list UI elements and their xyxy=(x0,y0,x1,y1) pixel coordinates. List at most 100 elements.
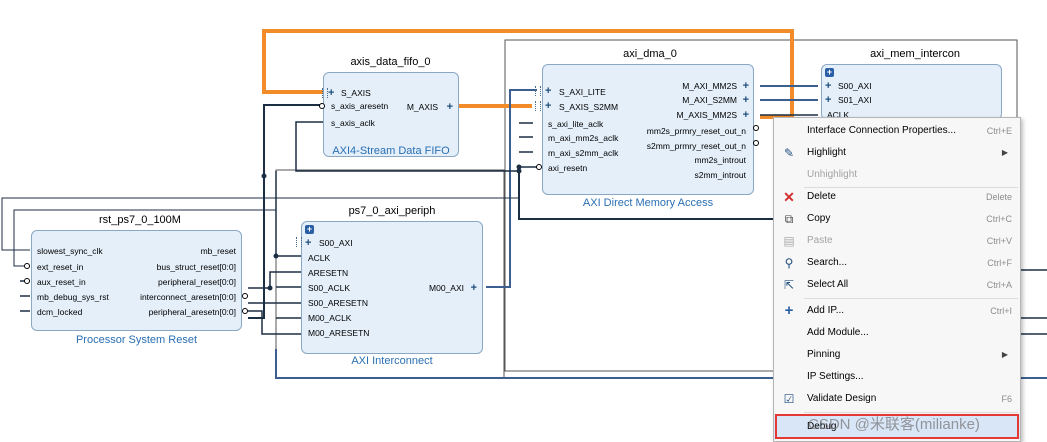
port-s-axis-aclk[interactable]: s_axis_aclk xyxy=(331,118,375,128)
expand-plus-icon[interactable]: + xyxy=(545,100,552,112)
port-s00-axi[interactable]: S00_AXI xyxy=(319,238,353,248)
port-m00-aresetn[interactable]: M00_ARESETN xyxy=(308,328,370,338)
port-mm2s-prmry-reset-out-n[interactable]: mm2s_prmry_reset_out_n xyxy=(646,126,746,136)
port-peripheral-aresetn[interactable]: peripheral_aresetn[0:0] xyxy=(148,307,236,317)
port-s00-axi[interactable]: S00_AXI xyxy=(838,81,872,91)
select-all-icon: ⇱ xyxy=(783,278,795,292)
menu-item-validate-design[interactable]: ☑ Validate Design F6 xyxy=(783,392,1012,406)
paste-icon: ▤ xyxy=(783,234,795,248)
expand-plus-icon[interactable]: + xyxy=(328,87,335,99)
port-m-axis[interactable]: M_AXIS xyxy=(406,102,438,112)
menu-item-add-ip[interactable]: + Add IP... Ctrl+I xyxy=(774,300,1020,322)
submenu-arrow-icon: ▶ xyxy=(1001,148,1008,157)
menu-item-highlight[interactable]: ✎ Highlight ▶ xyxy=(774,142,1020,164)
periph-subtitle: AXI Interconnect xyxy=(351,355,433,367)
expand-plus-icon[interactable]: + xyxy=(470,282,477,294)
inverted-pin-icon xyxy=(24,278,30,284)
bus-pin-icon xyxy=(322,88,328,98)
port-mb-reset[interactable]: mb_reset xyxy=(200,246,236,256)
inverted-pin-icon xyxy=(242,308,248,314)
expand-block-icon[interactable]: + xyxy=(825,67,834,77)
expand-plus-icon[interactable]: + xyxy=(825,94,832,106)
aresetn-link xyxy=(248,271,303,289)
menu-item-interface-connection-properties[interactable]: Interface Connection Properties... Ctrl+… xyxy=(807,125,1012,136)
axi-interconnect-block[interactable]: + + S00_AXI ACLK ARESETN S00_ACLK S00_AR… xyxy=(296,221,483,367)
axi-resetn-net xyxy=(518,167,776,220)
port-aclk[interactable]: ACLK xyxy=(827,110,850,120)
port-interconnect-aresetn[interactable]: interconnect_aresetn[0:0] xyxy=(140,292,236,302)
port-bus-struct-reset[interactable]: bus_struct_reset[0:0] xyxy=(156,262,236,272)
port-s-axis-aresetn[interactable]: s_axis_aresetn xyxy=(331,101,389,111)
port-m00-aclk[interactable]: M00_ACLK xyxy=(308,313,352,323)
inverted-pin-icon xyxy=(24,263,30,269)
debug-highlight-box xyxy=(775,414,1019,439)
expand-plus-icon[interactable]: + xyxy=(446,101,453,113)
menu-item-delete[interactable]: ✕ Delete Delete xyxy=(783,189,1012,205)
fifo-subtitle: AXI4-Stream Data FIFO xyxy=(332,145,450,157)
context-menu: Interface Connection Properties... Ctrl+… xyxy=(773,117,1021,442)
menu-item-paste[interactable]: ▤ Paste Ctrl+V xyxy=(783,234,1012,248)
expand-plus-icon[interactable]: + xyxy=(825,80,832,92)
inverted-pin-icon xyxy=(753,140,759,146)
axi-dma-block[interactable]: + S_AXI_LITE + S_AXIS_S2MM s_axi_lite_ac… xyxy=(535,64,754,209)
port-ext-reset-in[interactable]: ext_reset_in xyxy=(37,262,84,272)
port-slowest-sync-clk[interactable]: slowest_sync_clk xyxy=(37,246,103,256)
port-dcm-locked[interactable]: dcm_locked xyxy=(37,307,83,317)
axi-mem-intercon-block[interactable]: + + S00_AXI + S01_AXI ACLK xyxy=(821,64,1002,120)
expand-plus-icon[interactable]: + xyxy=(742,94,749,106)
port-aux-reset-in[interactable]: aux_reset_in xyxy=(37,277,86,287)
port-s00-aresetn[interactable]: S00_ARESETN xyxy=(308,298,368,308)
expand-plus-icon[interactable]: + xyxy=(742,109,749,121)
menu-item-add-module[interactable]: Add Module... xyxy=(807,327,869,338)
dma-title: axi_dma_0 xyxy=(623,48,677,60)
menu-item-copy[interactable]: ⧉ Copy Ctrl+C xyxy=(774,208,1020,230)
inverted-pin-icon xyxy=(536,164,542,170)
port-s01-axi[interactable]: S01_AXI xyxy=(838,95,872,105)
port-s-axi-lite[interactable]: S_AXI_LITE xyxy=(559,87,606,97)
rst-subtitle: Processor System Reset xyxy=(75,334,198,346)
axis-data-fifo-block[interactable]: + S_AXIS s_axis_aresetn s_axis_aclk M_AX… xyxy=(322,72,459,157)
m00-aresetn-link xyxy=(248,310,303,335)
menu-item-unhighlight[interactable]: Unhighlight xyxy=(807,169,858,180)
port-mb-debug-sys-rst[interactable]: mb_debug_sys_rst xyxy=(37,292,109,302)
expand-plus-icon[interactable]: + xyxy=(545,85,552,97)
port-s2mm-introut[interactable]: s2mm_introut xyxy=(694,170,747,180)
expand-block-icon[interactable]: + xyxy=(305,224,314,234)
inverted-pin-icon xyxy=(753,125,759,131)
aresetn-net xyxy=(248,104,323,319)
menu-item-select-all[interactable]: ⇱ Select All Ctrl+A xyxy=(783,278,1012,292)
inverted-pin-icon xyxy=(242,293,248,299)
port-s-axis-s2mm[interactable]: S_AXIS_S2MM xyxy=(559,102,619,112)
port-m-axi-s2mm-aclk[interactable]: m_axi_s2mm_aclk xyxy=(548,148,619,158)
highlight-icon: ✎ xyxy=(783,146,795,160)
bus-pin-icon xyxy=(296,237,302,247)
port-m-axi-mm2s-aclk[interactable]: m_axi_mm2s_aclk xyxy=(548,133,619,143)
port-axi-resetn[interactable]: axi_resetn xyxy=(548,163,588,173)
rst-title: rst_ps7_0_100M xyxy=(99,214,181,226)
menu-item-pinning[interactable]: Pinning ▶ xyxy=(774,344,1020,366)
port-m00-axi[interactable]: M00_AXI xyxy=(429,283,464,293)
port-peripheral-reset[interactable]: peripheral_reset[0:0] xyxy=(158,277,236,287)
menu-item-ip-settings[interactable]: IP Settings... xyxy=(807,371,864,382)
submenu-arrow-icon: ▶ xyxy=(1001,350,1008,359)
menu-item-debug[interactable]: Debug xyxy=(774,414,1020,439)
menu-item-search[interactable]: ⚲ Search... Ctrl+F xyxy=(774,252,1020,274)
port-m-axis-mm2s[interactable]: M_AXIS_MM2S xyxy=(676,110,737,120)
port-s2mm-prmry-reset-out-n[interactable]: s2mm_prmry_reset_out_n xyxy=(646,141,746,151)
expand-plus-icon[interactable]: + xyxy=(305,237,312,249)
port-aclk[interactable]: ACLK xyxy=(308,253,331,263)
port-s-axis[interactable]: S_AXIS xyxy=(341,88,371,98)
expand-plus-icon[interactable]: + xyxy=(742,80,749,92)
dma-subtitle: AXI Direct Memory Access xyxy=(582,197,714,209)
port-s-axi-lite-aclk[interactable]: s_axi_lite_aclk xyxy=(548,119,604,129)
port-mm2s-introut[interactable]: mm2s_introut xyxy=(694,155,747,165)
port-m-axi-s2mm[interactable]: M_AXI_S2MM xyxy=(682,95,737,105)
port-m-axi-mm2s[interactable]: M_AXI_MM2S xyxy=(682,81,737,91)
bus-pin-icon xyxy=(535,101,541,111)
search-icon: ⚲ xyxy=(784,256,794,270)
intercon-title: axi_mem_intercon xyxy=(870,48,960,60)
port-s00-aclk[interactable]: S00_ACLK xyxy=(308,283,351,293)
port-aresetn[interactable]: ARESETN xyxy=(308,268,349,278)
proc-sys-reset-block[interactable]: slowest_sync_clk ext_reset_in aux_reset_… xyxy=(31,230,242,346)
